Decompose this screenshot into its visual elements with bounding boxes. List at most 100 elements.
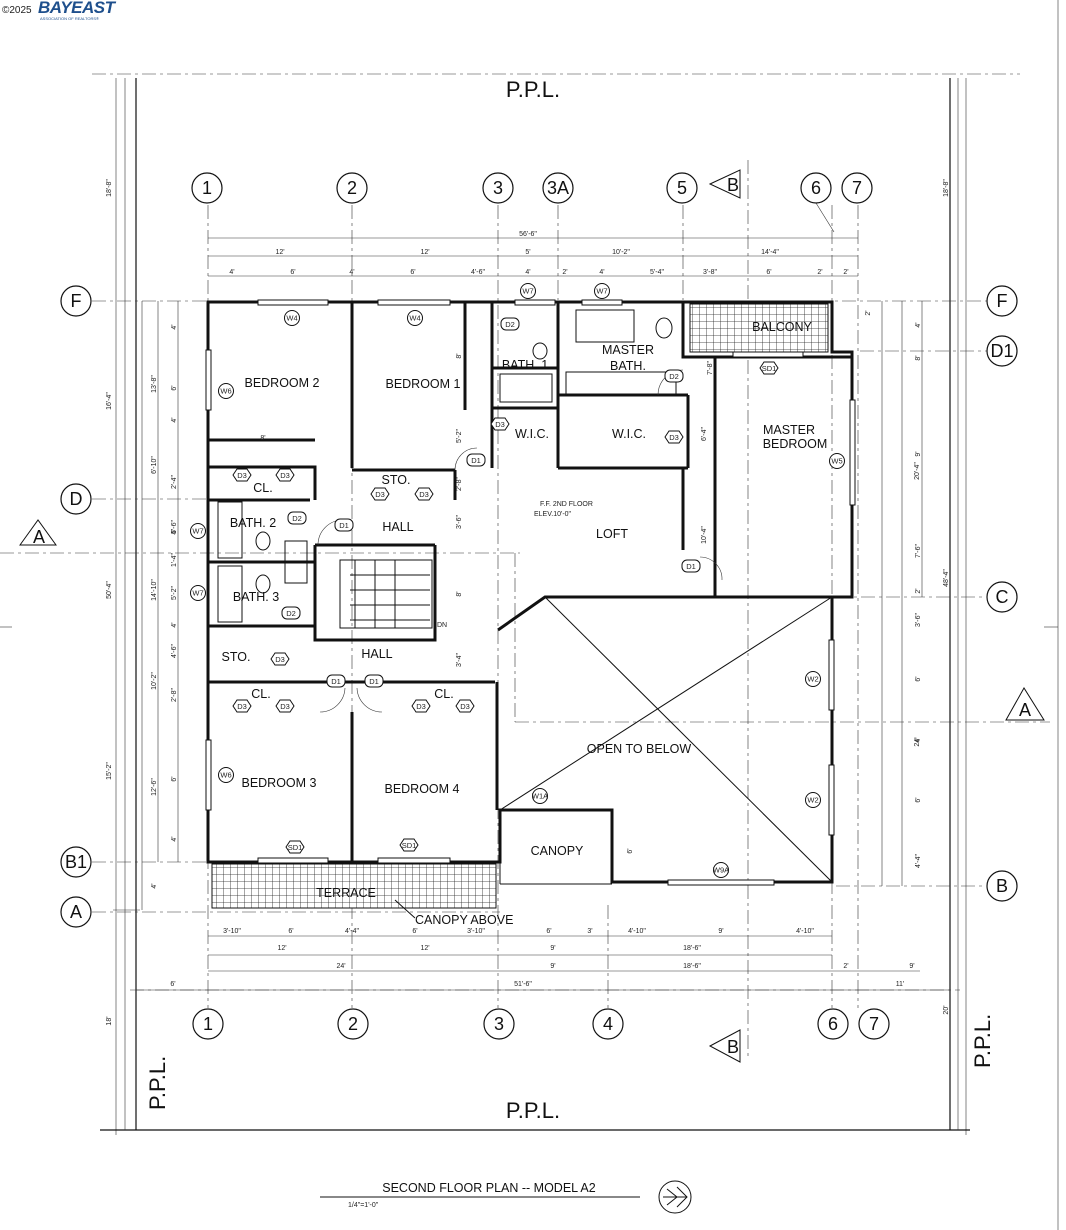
door-tag-label: D3 — [375, 490, 385, 499]
door-tag — [399, 838, 419, 852]
grid-bubble-top-2-label: 2 — [347, 178, 357, 198]
dimension-label: 18' — [106, 1016, 113, 1025]
room-label-terrace: TERRACE — [316, 886, 376, 900]
door-tag-label: SD1 — [402, 841, 417, 850]
dimension-label: 3'-10" — [467, 928, 485, 935]
brand-tagline: ASSOCIATION OF REALTORS® — [40, 16, 99, 21]
door-tag — [334, 518, 354, 532]
dimension-label: 9' — [915, 451, 922, 456]
dimension-label: 12'-6" — [151, 778, 158, 796]
room-label-bedroom-1: BEDROOM 1 — [385, 377, 460, 391]
grid-bubble-left-b1 — [60, 846, 92, 878]
door-tag — [232, 699, 252, 713]
dimension-label: 20' — [943, 1005, 950, 1014]
dimension-label: 4' — [229, 269, 234, 276]
dimension-label: 5'-6" — [171, 520, 178, 534]
room-label-bedroom-2: BEDROOM 2 — [244, 376, 319, 390]
stair-down-label: DN — [437, 622, 447, 629]
north-arrow-icon — [658, 1180, 692, 1214]
window-tag — [407, 310, 423, 326]
window-tag — [829, 453, 845, 469]
window-tag-label: W7 — [192, 589, 203, 598]
window-tag — [190, 585, 206, 601]
door-tag-label: D1 — [331, 677, 341, 686]
door-tag-label: D1 — [339, 521, 349, 530]
door-tag — [285, 840, 305, 854]
dimension-label: 3' — [587, 928, 592, 935]
door-tag-label: D2 — [286, 609, 296, 618]
grid-bubble-top-3-label: 3 — [493, 178, 503, 198]
dimension-label: 3'-10" — [223, 928, 241, 935]
dimension-label: 8' — [260, 435, 265, 442]
dimension-label: 12' — [277, 945, 286, 952]
dimension-label: 18'-6" — [683, 963, 701, 970]
dimension-label: 6' — [627, 848, 634, 853]
section-mark-label: B — [727, 1037, 739, 1057]
dimension-label: 4'-4" — [915, 854, 922, 868]
window-tag — [805, 792, 821, 808]
window-tag — [284, 310, 300, 326]
room-label-wic: W.I.C. — [612, 427, 646, 441]
dimension-label: 4' — [915, 322, 922, 327]
door-tag — [232, 468, 252, 482]
dimension-label: 2' — [843, 963, 848, 970]
dimension-label: 7'-8" — [707, 361, 714, 375]
grid-bubble-bottom-2-label: 2 — [348, 1014, 358, 1034]
section-mark-label: A — [1019, 700, 1031, 720]
dimension-label: 4' — [171, 324, 178, 329]
grid-bubble-top-1-label: 1 — [202, 178, 212, 198]
door-tag-label: D3 — [460, 702, 470, 711]
dimension-label: 10'-2" — [612, 249, 630, 256]
dimension-label: 6' — [288, 928, 293, 935]
grid-bubble-right-d1-label: D1 — [990, 341, 1013, 361]
dimension-label: 51'-6" — [514, 981, 532, 988]
door-tag-label: D3 — [669, 433, 679, 442]
property-line-label: P.P.L. — [506, 77, 560, 102]
dimension-label: 6' — [170, 981, 175, 988]
grid-lines — [0, 160, 1058, 1060]
door-tag-label: D3 — [419, 490, 429, 499]
dimension-label: 4'-6" — [471, 269, 485, 276]
dimension-label: 2'-4" — [171, 475, 178, 489]
dimension-label: 9' — [550, 945, 555, 952]
dimension-label: 18'-6" — [683, 945, 701, 952]
dimension-label: 3'-6" — [456, 515, 463, 529]
grid-bubble-left-f — [60, 285, 92, 317]
dimension-label: 4' — [349, 269, 354, 276]
grid-bubble-top-7-label: 7 — [852, 178, 862, 198]
door-tag-label: SD1 — [288, 843, 303, 852]
grid-bubble-bottom-6 — [817, 1008, 849, 1040]
dimension-label: 2' — [817, 269, 822, 276]
dimension-label: 12' — [275, 249, 284, 256]
dimension-label: 6' — [410, 269, 415, 276]
grid-bubble-top-5 — [666, 172, 698, 204]
room-label-bath-1: BATH. 1 — [502, 358, 548, 372]
dimension-label: 20'-4" — [914, 462, 921, 480]
grid-bubble-bottom-7-label: 7 — [869, 1014, 879, 1034]
dimension-label: 4' — [171, 622, 178, 627]
window-tag — [520, 283, 536, 299]
door-tag — [270, 652, 290, 666]
section-mark-icon — [708, 1029, 741, 1063]
dimension-label: 3'-4" — [456, 653, 463, 667]
dimension-label: 18'-8" — [106, 179, 113, 197]
dimension-label: 5'-2" — [171, 586, 178, 600]
grid-bubble-left-a — [60, 896, 92, 928]
door-tag — [326, 674, 346, 688]
grid-bubble-left-f-label: F — [71, 291, 82, 311]
dimension-label: 6' — [171, 776, 178, 781]
grid-bubble-left-b1-label: B1 — [65, 852, 87, 872]
door-tag — [759, 361, 779, 375]
terrace-tile — [211, 863, 497, 909]
dimension-label: 5'-2" — [456, 429, 463, 443]
grid-bubble-bottom-3-label: 3 — [494, 1014, 504, 1034]
dimension-label: 6' — [915, 676, 922, 681]
window-tag-label: W9A — [713, 866, 729, 875]
copyright-text: ©2025 — [2, 5, 32, 16]
window-tag-label: W6 — [220, 387, 231, 396]
dimension-label: 10'-4" — [701, 526, 708, 544]
dimension-label: 6' — [546, 928, 551, 935]
window-tag — [713, 862, 729, 878]
door-tag-label: D1 — [686, 562, 696, 571]
room-label-hall: HALL — [382, 520, 413, 534]
